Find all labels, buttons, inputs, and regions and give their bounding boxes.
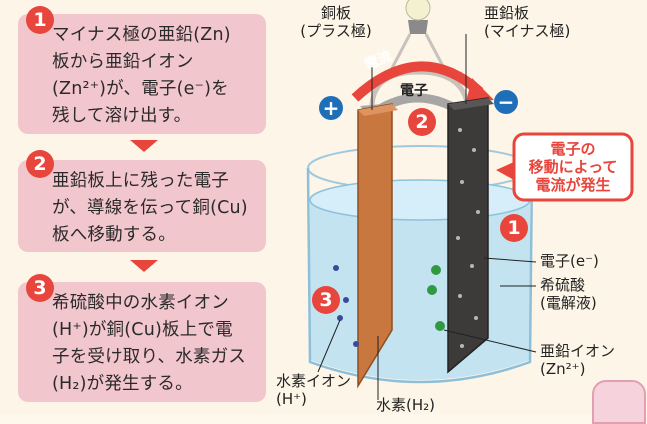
- acid-role: (電解液): [540, 294, 597, 312]
- hydrogen-ion: [333, 265, 339, 271]
- callout-line-1: 電子の: [550, 140, 596, 158]
- step-3-line-3: 子を受け取り、水素ガス: [52, 347, 246, 367]
- bulb-icon: [408, 20, 428, 34]
- step-3-number: 3: [26, 274, 54, 302]
- step-1-arrow: [130, 140, 158, 152]
- marker-1: 1: [500, 214, 528, 242]
- step-2-number: 2: [26, 150, 54, 178]
- cell-illustration: [306, 0, 634, 400]
- plus-terminal: [319, 96, 343, 120]
- step-1-box: マイナス極の亜鉛(Zn) 板から亜鉛イオン (Zn²⁺)が、電子(e⁻)を 残し…: [18, 14, 266, 134]
- step-2-arrow: [130, 260, 158, 272]
- minus-sign: −: [497, 90, 515, 114]
- callout-line-2: 移動によって: [528, 158, 618, 176]
- leader-zinc-ion: [443, 329, 537, 353]
- zinc-pole: (マイナス極): [484, 22, 571, 40]
- zinc-ion-name: 亜鉛イオン: [540, 342, 616, 360]
- electron-e-label: 電子(e⁻): [540, 252, 599, 270]
- step-2-line-1: 亜鉛板上に残った電子: [52, 171, 229, 191]
- step-3-line-2: (H⁺)が銅(Cu)板上で電: [52, 320, 233, 340]
- hydrogen-ion-name: 水素イオン: [276, 372, 352, 390]
- beaker-wall: [306, 167, 534, 384]
- step-2-line-3: 板へ移動する。: [52, 225, 176, 245]
- callout-box: [512, 132, 634, 202]
- current-callout: 電子の 移動によって 電流が発生: [516, 140, 630, 194]
- zinc-ion-formula: (Zn²⁺): [540, 360, 586, 378]
- hydrogen-ion-label: 水素イオン (H⁺): [276, 372, 351, 408]
- electron-label: 電子: [400, 83, 428, 99]
- zinc-plate: [447, 97, 489, 374]
- leader-electron: [483, 257, 537, 263]
- step-2-box: 亜鉛板上に残った電子 が、導線を伝って銅(Cu) 板へ移動する。: [18, 160, 266, 252]
- minus-terminal: [494, 90, 518, 114]
- callout-line-3: 電流が発生: [535, 176, 611, 194]
- step-2-line-2: が、導線を伝って銅(Cu): [52, 198, 248, 218]
- step-1-line-1: マイナス極の亜鉛(Zn): [52, 25, 231, 45]
- current-arrowhead: [466, 78, 494, 102]
- mascot-icon: [592, 380, 646, 424]
- zinc-ion-label: 亜鉛イオン (Zn²⁺): [540, 342, 615, 378]
- zinc-plate-label: 亜鉛板 (マイナス極): [484, 4, 570, 40]
- callout-pointer: [496, 162, 514, 180]
- copper-plate-label: 銅板 (プラス極): [296, 4, 376, 40]
- liquid-surface: [309, 179, 531, 221]
- copper-name: 銅板: [320, 4, 351, 22]
- step-3-line-4: (H₂)が発生する。: [52, 374, 193, 394]
- step-1-line-4: 残して溶け出す。: [52, 106, 192, 126]
- copper-plate: [357, 103, 393, 389]
- wire: [369, 69, 471, 109]
- battery-diagram: マイナス極の亜鉛(Zn) 板から亜鉛イオン (Zn²⁺)が、電子(e⁻)を 残し…: [18, 0, 646, 424]
- electrolyte-liquid: [310, 200, 530, 380]
- marker-3: 3: [312, 286, 340, 314]
- hydrogen-ion-formula: (H⁺): [276, 390, 307, 408]
- zinc-name: 亜鉛板: [484, 4, 530, 22]
- step-1-line-3: (Zn²⁺)が、電子(e⁻)を: [52, 79, 229, 99]
- copper-pole: (プラス極): [300, 22, 372, 40]
- step-1-line-2: 板から亜鉛イオン: [52, 52, 194, 72]
- hydrogen-label: 水素(H₂): [376, 396, 435, 414]
- step-3-box: 希硫酸中の水素イオン (H⁺)が銅(Cu)板上で電 子を受け取り、水素ガス (H…: [18, 282, 266, 402]
- acid-label: 希硫酸 (電解液): [540, 276, 597, 312]
- zinc-ion: [431, 265, 441, 275]
- acid-name: 希硫酸: [540, 276, 586, 294]
- step-3-line-1: 希硫酸中の水素イオン: [52, 293, 229, 313]
- step-1-number: 1: [26, 6, 54, 34]
- plus-sign: +: [322, 96, 340, 120]
- marker-2: 2: [408, 108, 436, 136]
- leader-h-ion: [317, 319, 341, 373]
